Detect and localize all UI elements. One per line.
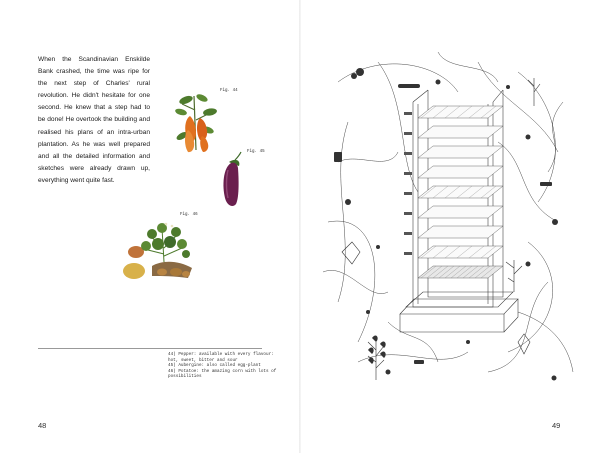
page-number-left: 48 xyxy=(38,421,47,430)
potato-plant-illustration xyxy=(123,222,192,279)
aubergine-illustration xyxy=(223,151,242,206)
figure-44-label: Fig. 44 xyxy=(220,89,238,93)
figure-45-label: Fig. 45 xyxy=(247,150,265,154)
footnote-44: 44) Pepper: available with every flavour… xyxy=(168,352,274,363)
footnote-45: 45) Aubergine: also called egg-plant xyxy=(168,363,261,369)
footnote-46: 46) Potatoe: the amazing corn with lots … xyxy=(168,368,277,380)
footnote-rule xyxy=(38,348,262,349)
pepper-plant-illustration xyxy=(175,94,217,153)
figure-46-label: Fig. 46 xyxy=(180,213,198,217)
book-gutter xyxy=(299,0,301,453)
body-paragraph: When the Scandinavian Enskilde Bank cras… xyxy=(38,56,150,184)
page-number-right: 49 xyxy=(552,421,561,430)
footnotes: 44) Pepper: available with every flavour… xyxy=(168,352,278,380)
vertical-farm-drawing xyxy=(322,51,574,381)
